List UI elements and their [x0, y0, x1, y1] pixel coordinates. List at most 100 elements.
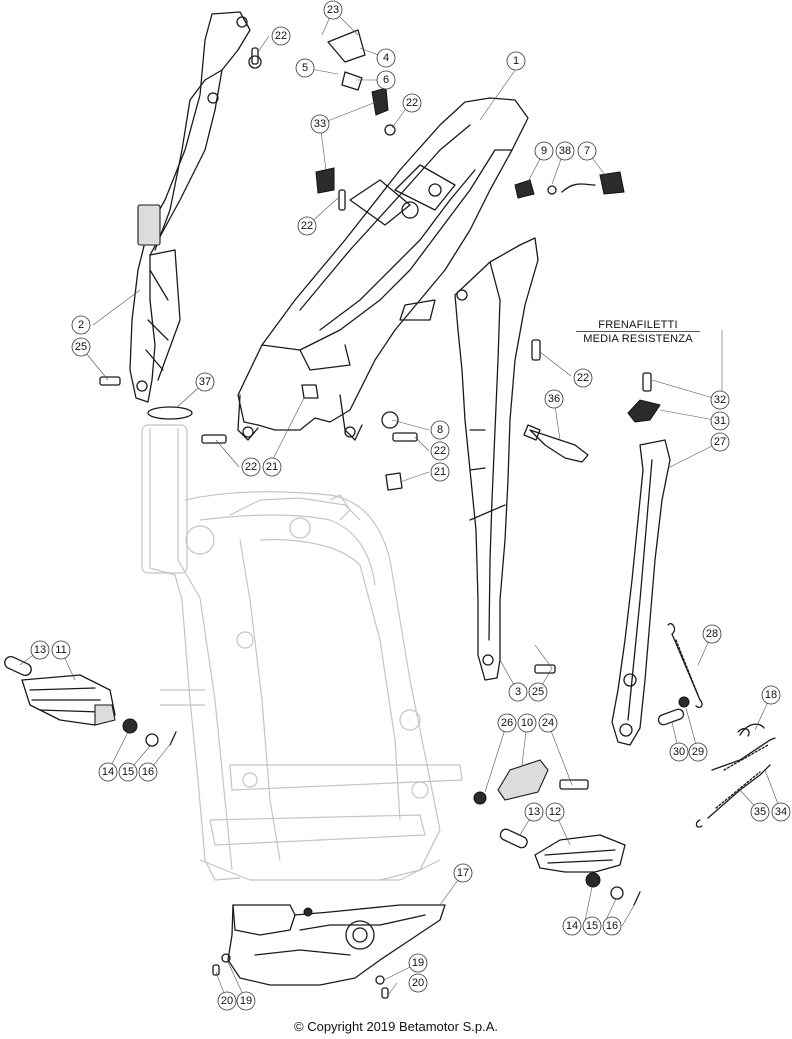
svg-text:13: 13: [528, 806, 540, 818]
callout-10: 10: [517, 713, 537, 733]
svg-text:32: 32: [714, 394, 726, 406]
svg-text:18: 18: [765, 689, 777, 701]
svg-text:15: 15: [586, 920, 598, 932]
svg-text:22: 22: [275, 30, 287, 42]
callout-25-left: 25: [71, 337, 91, 357]
springs: [667, 623, 776, 828]
svg-text:10: 10: [521, 717, 533, 729]
svg-text:25: 25: [532, 686, 544, 698]
callout-19-right: 19: [408, 953, 428, 973]
callout-38: 38: [555, 141, 575, 161]
callout-35: 35: [750, 802, 770, 822]
svg-text:20: 20: [412, 977, 424, 989]
svg-text:15: 15: [122, 766, 134, 778]
callout-7: 7: [577, 141, 597, 161]
callout-21-right: 21: [430, 462, 450, 482]
svg-text:35: 35: [754, 806, 766, 818]
svg-text:16: 16: [606, 920, 618, 932]
callout-8: 8: [430, 420, 450, 440]
callout-20-right: 20: [408, 973, 428, 993]
callout-3: 3: [508, 682, 528, 702]
callout-23: 23: [323, 0, 343, 20]
callout-15-right: 15: [582, 916, 602, 936]
svg-text:16: 16: [142, 766, 154, 778]
svg-text:22: 22: [245, 461, 257, 473]
callout-15-left: 15: [118, 762, 138, 782]
right-side-panel-part: [454, 237, 539, 681]
callout-30: 30: [669, 742, 689, 762]
callout-17: 17: [453, 863, 473, 883]
main-frame-ghost: [141, 424, 463, 881]
note-divider: [576, 331, 700, 332]
svg-text:37: 37: [199, 376, 211, 388]
threadlock-note: FRENAFILETTI MEDIA RESISTENZA: [576, 318, 700, 346]
callout-1: 1: [506, 51, 526, 71]
svg-text:19: 19: [412, 957, 424, 969]
svg-text:8: 8: [437, 424, 443, 436]
callout-37: 37: [195, 372, 215, 392]
svg-text:4: 4: [383, 52, 389, 64]
svg-text:17: 17: [457, 867, 469, 879]
note-line-1: FRENAFILETTI: [598, 319, 678, 331]
callout-25-right: 25: [528, 682, 548, 702]
svg-text:22: 22: [406, 97, 418, 109]
small-parts: [99, 29, 765, 999]
callout-20-left: 20: [217, 991, 237, 1011]
svg-text:29: 29: [692, 746, 704, 758]
svg-text:28: 28: [706, 628, 718, 640]
svg-text:1: 1: [513, 55, 519, 67]
callout-22-lower-left: 22: [241, 457, 261, 477]
callout-22-mid: 22: [297, 216, 317, 236]
svg-text:19: 19: [240, 995, 252, 1007]
svg-text:36: 36: [548, 393, 560, 405]
svg-text:13: 13: [34, 644, 46, 656]
callout-13-left: 13: [30, 640, 50, 660]
strap-part: [523, 424, 589, 463]
slider-block-part: [497, 759, 549, 801]
svg-text:21: 21: [434, 466, 446, 478]
svg-text:38: 38: [559, 145, 571, 157]
callout-24: 24: [538, 713, 558, 733]
callout-22-top: 22: [271, 26, 291, 46]
skid-plate-part: [227, 904, 446, 986]
svg-text:5: 5: [302, 62, 308, 74]
callout-14-left: 14: [98, 762, 118, 782]
svg-text:25: 25: [75, 341, 87, 353]
copyright-text: © Copyright 2019 Betamotor S.p.A.: [294, 1019, 498, 1034]
svg-text:6: 6: [383, 74, 389, 86]
svg-text:11: 11: [55, 644, 66, 656]
callout-6: 6: [376, 70, 396, 90]
callout-28: 28: [702, 624, 722, 644]
svg-text:22: 22: [577, 372, 589, 384]
svg-text:12: 12: [549, 806, 561, 818]
svg-text:31: 31: [714, 415, 726, 427]
callout-16-right: 16: [602, 916, 622, 936]
left-side-panel-part: [129, 11, 251, 403]
callout-36: 36: [544, 389, 564, 409]
svg-text:7: 7: [584, 145, 590, 157]
svg-text:27: 27: [714, 436, 726, 448]
svg-text:20: 20: [221, 995, 233, 1007]
svg-text:2: 2: [78, 319, 84, 331]
callout-2: 2: [71, 315, 91, 335]
callout-33: 33: [310, 114, 330, 134]
callout-31: 31: [710, 411, 730, 431]
svg-text:14: 14: [102, 766, 114, 778]
svg-text:3: 3: [515, 686, 521, 698]
callout-32: 32: [710, 390, 730, 410]
pad-part: [627, 399, 661, 423]
left-footpeg-part: [4, 655, 116, 726]
callout-16-left: 16: [138, 762, 158, 782]
callout-26: 26: [497, 713, 517, 733]
svg-text:30: 30: [673, 746, 685, 758]
callout-19-left: 19: [236, 991, 256, 1011]
rear-subframe-part: [237, 97, 529, 441]
note-line-2: MEDIA RESISTENZA: [583, 333, 693, 345]
callout-21-left: 21: [262, 457, 282, 477]
svg-text:26: 26: [501, 717, 513, 729]
svg-text:14: 14: [566, 920, 578, 932]
svg-text:22: 22: [434, 445, 446, 457]
callout-22-right: 22: [573, 368, 593, 388]
